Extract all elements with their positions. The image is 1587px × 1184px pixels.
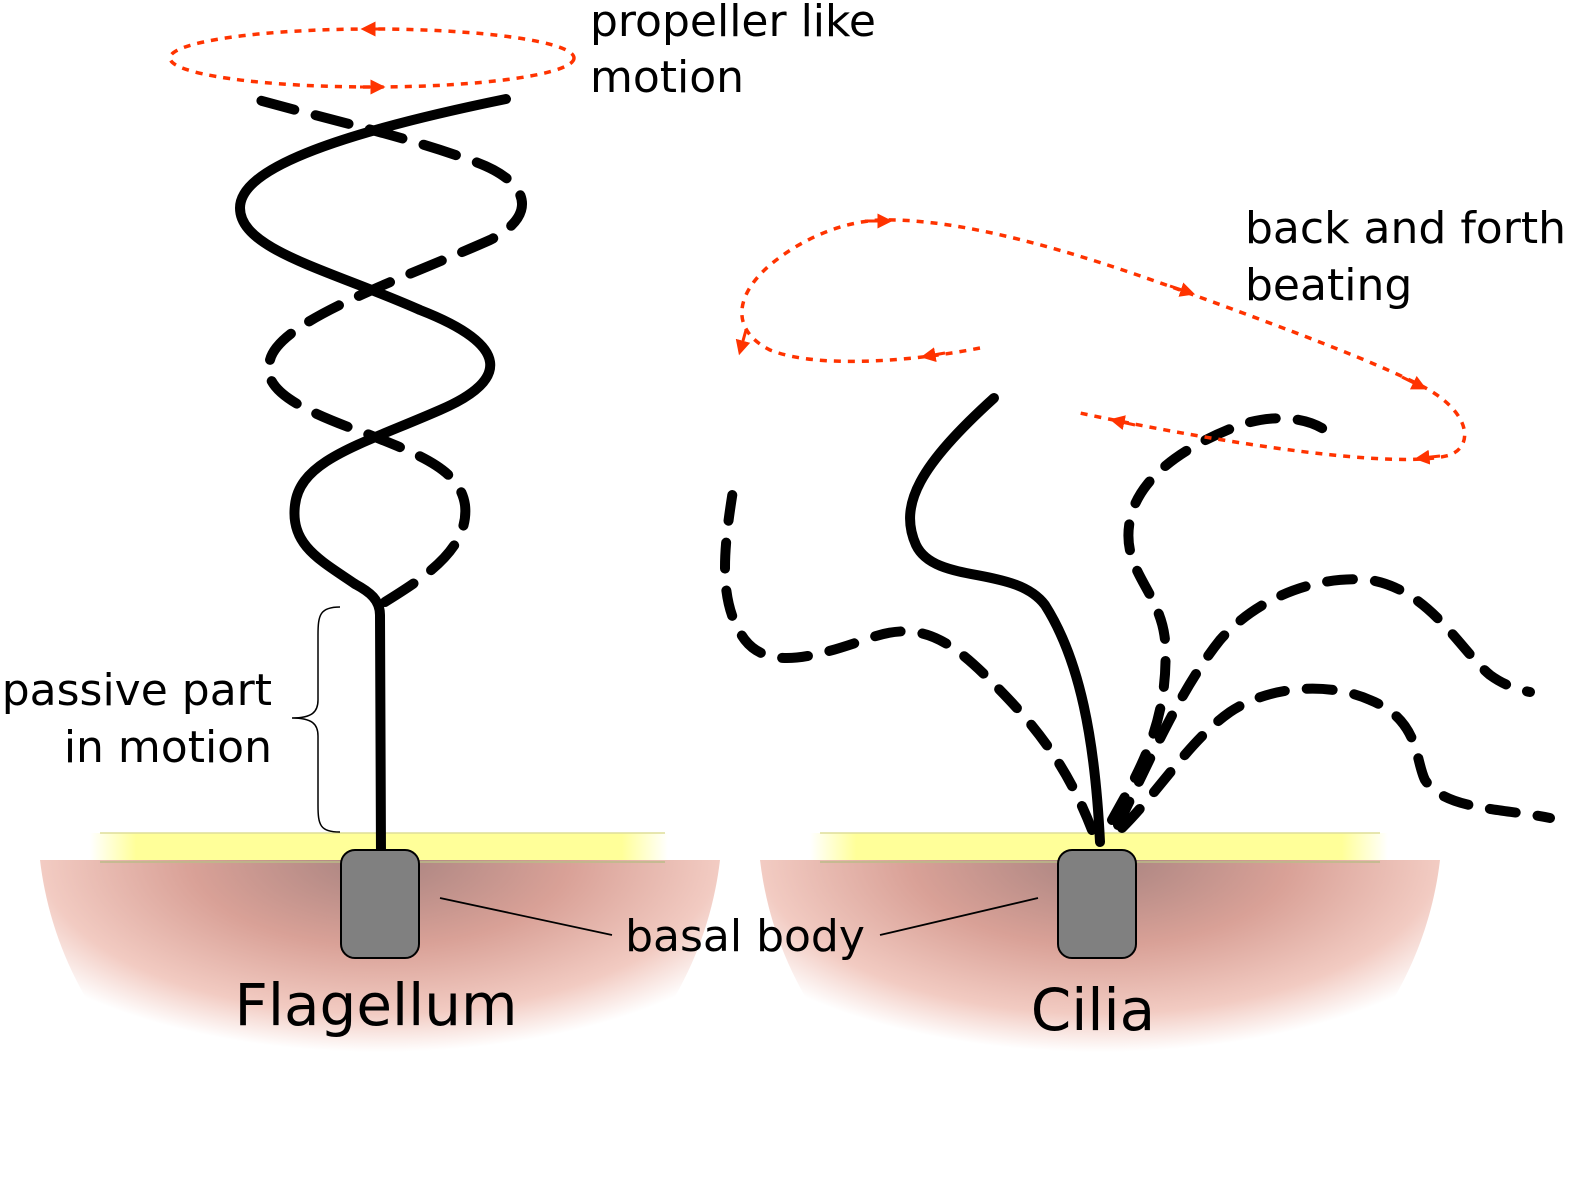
back-forth-label-line2: beating <box>1245 260 1412 311</box>
flagellum-helix-solid <box>234 94 511 589</box>
cilium-dashed-up <box>1107 413 1330 825</box>
basal-body-right <box>1057 849 1137 959</box>
basal-body-leader-right <box>879 897 1039 936</box>
cilium-dashed-mid <box>1113 574 1535 830</box>
basal-body-leader-left <box>439 897 613 936</box>
flagellum-cell-group <box>40 21 720 1170</box>
cell-body-left <box>40 860 720 1170</box>
loop-arrow-1 <box>920 347 946 363</box>
loop-arrow-2 <box>735 329 751 356</box>
passive-label-line2: in motion <box>64 722 272 773</box>
passive-part-brace <box>291 606 341 833</box>
cilia-title: Cilia <box>1031 976 1155 1044</box>
propeller-label-line1: propeller like <box>590 0 876 47</box>
loop-arrow-7 <box>1109 415 1136 430</box>
passive-label-line1: passive part <box>2 665 272 716</box>
cilia-cell-group <box>720 213 1555 1170</box>
basal-body-left <box>340 849 420 959</box>
basal-body-label: basal body <box>625 911 865 962</box>
back-forth-motion-loop <box>740 218 1467 462</box>
cilium-dashed-left <box>720 473 1097 835</box>
cilium-dashed-right <box>1117 683 1555 833</box>
flagellum-title: Flagellum <box>234 971 517 1039</box>
cell-body-right <box>760 860 1440 1170</box>
loop-arrow-6 <box>1414 449 1441 465</box>
propeller-label-line2: motion <box>590 52 744 103</box>
flagellum-helix-dashed <box>250 94 527 607</box>
back-forth-label-line1: back and forth <box>1245 203 1566 254</box>
cilium-solid <box>905 393 1105 847</box>
loop-arrow-4 <box>1169 282 1196 297</box>
propeller-motion-ellipse <box>168 27 576 89</box>
loop-arrow-5 <box>1401 375 1427 390</box>
flagellum-passive-shaft <box>350 579 386 860</box>
